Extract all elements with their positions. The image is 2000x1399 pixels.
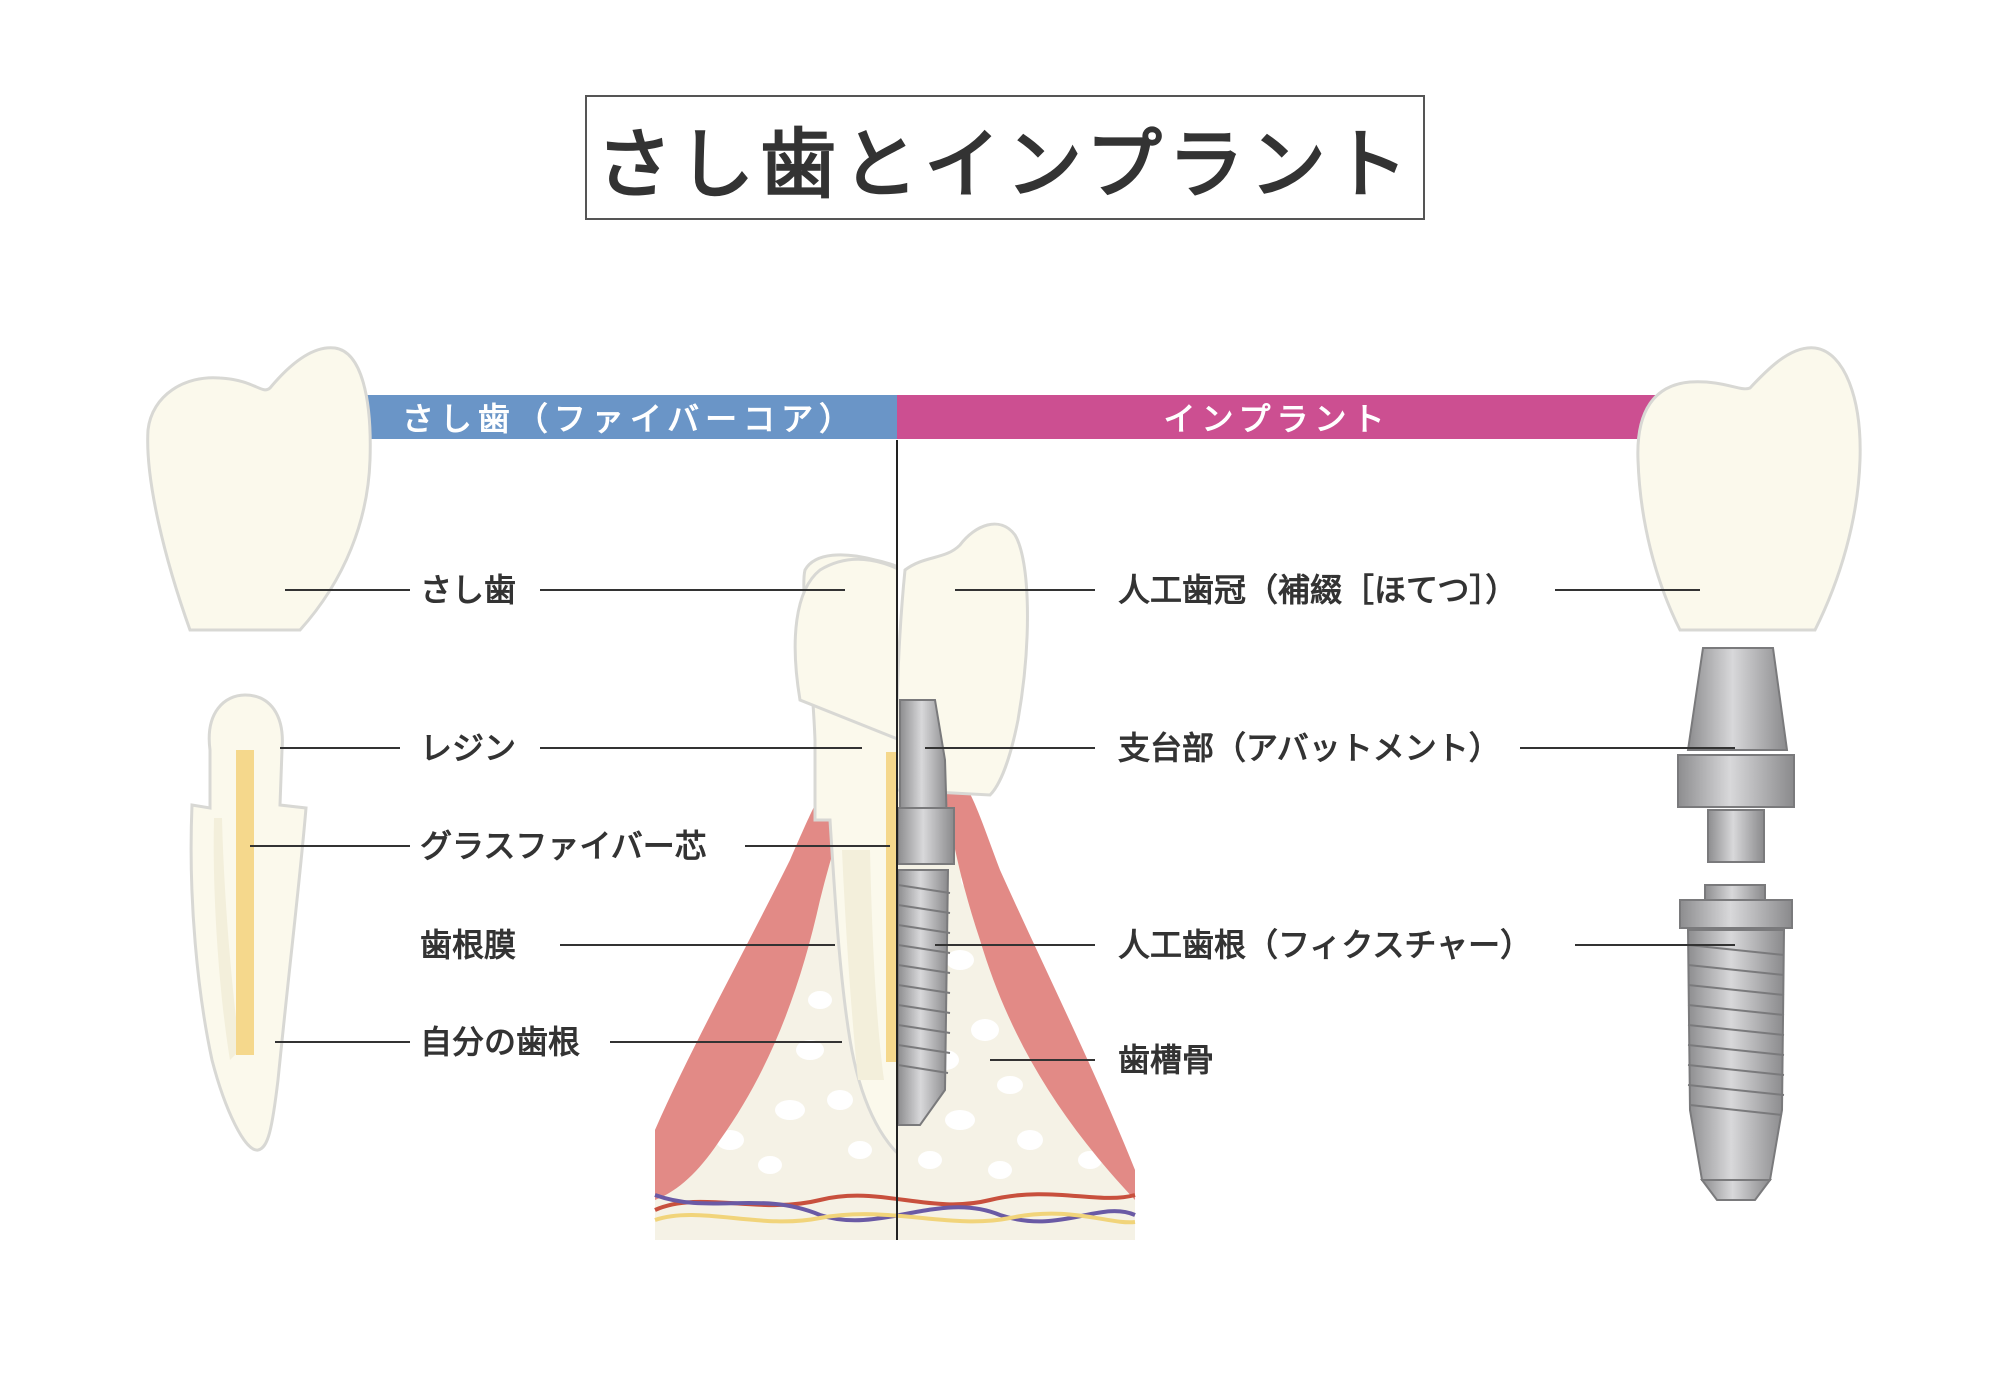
fiber-core: [236, 750, 254, 1055]
tooth-crown-icon: [146, 346, 372, 632]
implant-screw-icon: [1679, 884, 1793, 1201]
label-fiber-core: グラスファイバー芯: [420, 827, 707, 865]
band-left-label: さし歯（ファイバーコア）: [401, 400, 858, 438]
nerve-yellow: [654, 1211, 1136, 1225]
label-fixture: 人工歯根（フィクスチャー）: [1118, 926, 1533, 964]
label-ligament: 歯根膜: [420, 926, 517, 964]
label-artificial-crown: 人工歯冠（補綴［ほてつ］）: [1118, 571, 1518, 609]
page-title: さし歯とインプラント: [596, 119, 1414, 209]
label-resin: レジン: [420, 729, 517, 767]
leader-lines: [250, 589, 1735, 1061]
implant-thread-inline: [897, 869, 951, 1126]
title-box: さし歯とインプラント: [585, 95, 1425, 220]
label-alveolar-bone: 歯槽骨: [1118, 1041, 1215, 1079]
fiber-core-inline: [886, 752, 897, 1062]
band-right: インプラント: [897, 395, 1657, 439]
band-left: さし歯（ファイバーコア）: [362, 395, 897, 439]
label-crown: さし歯: [420, 571, 517, 609]
cross-section: [654, 440, 1136, 1240]
label-own-root: 自分の歯根: [420, 1023, 581, 1061]
label-abutment: 支台部（アバットメント）: [1118, 729, 1501, 767]
tooth-crown-icon-right: [1636, 346, 1862, 632]
abutment-icon: [1677, 647, 1795, 863]
band-right-label: インプラント: [1163, 400, 1391, 438]
